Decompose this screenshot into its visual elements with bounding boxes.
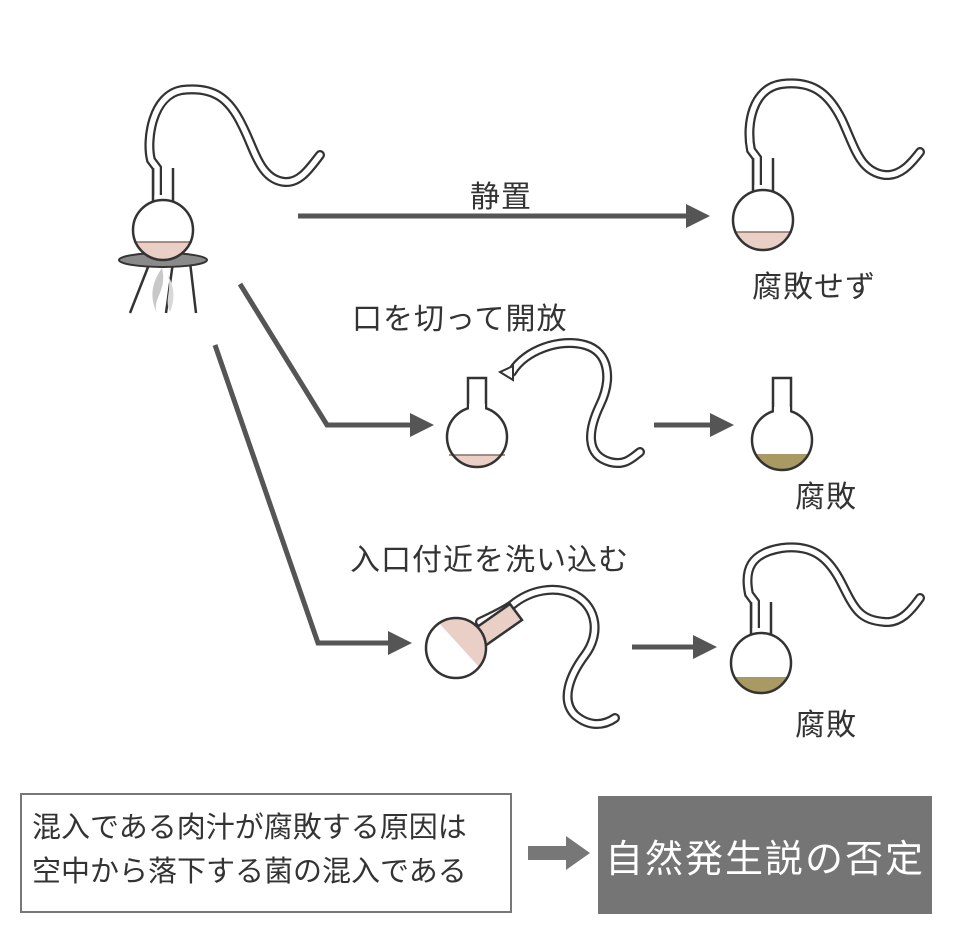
arrow-wash bbox=[212, 344, 412, 655]
conclusion-box: 混入である肉汁が腐敗する原因は 空中から落下する菌の混入である bbox=[20, 793, 512, 913]
label-rot-open: 腐敗 bbox=[795, 480, 857, 515]
arrow-cut-open bbox=[237, 282, 434, 437]
rotten-washed-flask bbox=[729, 542, 925, 695]
arrow-to-result bbox=[528, 836, 590, 870]
conclusion-line-1: 混入である肉汁が腐敗する原因は bbox=[32, 810, 467, 844]
label-still: 静置 bbox=[470, 180, 532, 215]
heated-flask bbox=[118, 84, 325, 315]
still-flask bbox=[731, 78, 925, 252]
arrows bbox=[212, 204, 734, 870]
flask-neck bbox=[144, 84, 325, 209]
detached-tube bbox=[497, 338, 645, 468]
arrow-still bbox=[298, 204, 710, 228]
conclusion-line-2: 空中から落下する菌の混入である bbox=[32, 854, 467, 888]
label-no-rot: 腐敗せず bbox=[752, 270, 876, 305]
cut-open-flask bbox=[445, 338, 645, 469]
arrow-wash-rot bbox=[632, 635, 717, 659]
burner-stand bbox=[118, 252, 208, 315]
label-wash: 入口付近を洗い込む bbox=[350, 543, 629, 578]
label-cut-open: 口を切って開放 bbox=[352, 302, 568, 337]
label-rot-washed: 腐敗 bbox=[795, 708, 857, 743]
result-box: 自然発生説の否定 bbox=[598, 796, 932, 914]
rotten-open-flask bbox=[750, 376, 814, 472]
arrow-open-rot bbox=[654, 413, 734, 437]
tilted-flask bbox=[424, 584, 620, 729]
flask-bulb bbox=[131, 198, 195, 262]
broth bbox=[426, 618, 486, 678]
